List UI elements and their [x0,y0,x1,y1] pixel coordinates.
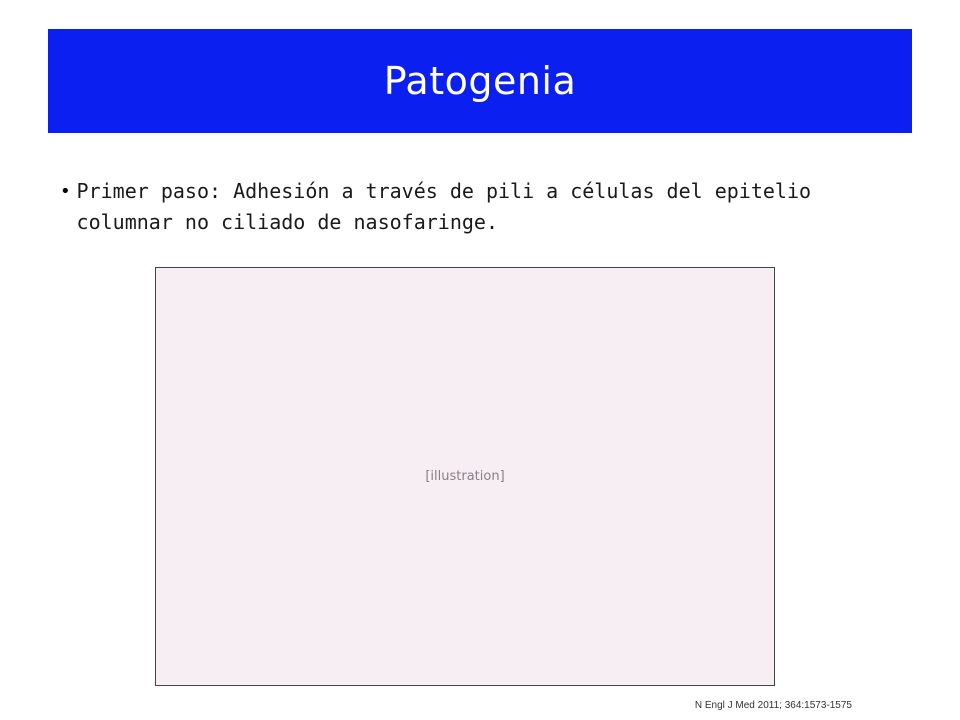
pathogenesis-illustration: [illustration] [155,267,775,686]
bullet-list: • Primer paso: Adhesión a través de pili… [60,176,820,238]
title-bar: Patogenia [48,29,912,133]
bullet-text: Primer paso: Adhesión a través de pili a… [76,179,812,234]
slide-title: Patogenia [383,59,577,103]
figure-placeholder: [illustration] [425,469,505,484]
bullet-marker: • [60,181,71,202]
citation: N Engl J Med 2011; 364:1573-1575 [694,700,852,711]
